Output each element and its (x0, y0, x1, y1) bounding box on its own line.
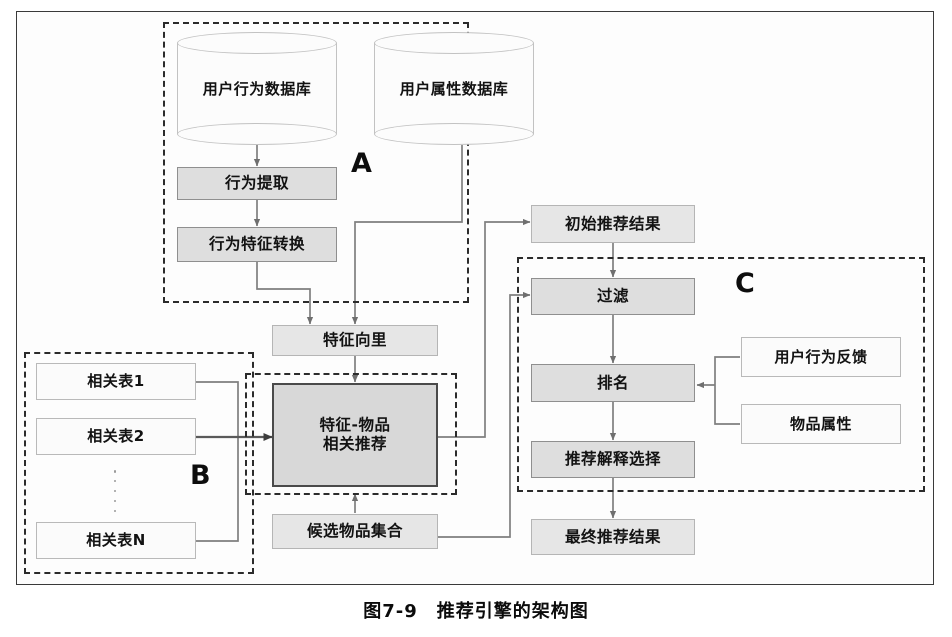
figure-caption: 图7-9 推荐引擎的架构图 (363, 601, 589, 622)
item-attribute-label: 物品属性 (789, 414, 852, 433)
region-a-label: A (351, 148, 372, 179)
item-attribute-box: 物品属性 (741, 404, 901, 444)
relation-table-1-box: 相关表1 (36, 363, 196, 400)
final-result-box: 最终推荐结果 (531, 519, 695, 555)
user-profile-db: 用户属性数据库 (374, 32, 534, 145)
feature-vector-box: 特征向里 (272, 325, 438, 356)
rank-box: 排名 (531, 364, 695, 402)
user-behavior-db: 用户行为数据库 (177, 32, 337, 145)
feature-item-recommend-line1: 特征-物品 (319, 416, 391, 435)
relation-table-2-box: 相关表2 (36, 418, 196, 455)
feature-vector-label: 特征向里 (322, 331, 387, 350)
cylinder-bottom (374, 123, 534, 145)
behavior-feature-transform-label: 行为特征转换 (208, 235, 305, 254)
candidate-item-set-label: 候选物品集合 (306, 522, 403, 541)
relation-table-2-label: 相关表2 (87, 427, 145, 446)
user-behavior-feedback-box: 用户行为反馈 (741, 337, 901, 377)
user-profile-db-label: 用户属性数据库 (399, 80, 509, 98)
feature-item-recommend-box: 特征-物品 相关推荐 (272, 383, 438, 487)
relation-table-n-box: 相关表N (36, 522, 196, 559)
cylinder-body (177, 43, 337, 134)
explain-select-box: 推荐解释选择 (531, 441, 695, 478)
feature-item-recommend-line2: 相关推荐 (322, 435, 387, 453)
behavior-extract-label: 行为提取 (224, 174, 289, 193)
region-c-boundary (517, 257, 925, 492)
final-result-label: 最终推荐结果 (564, 527, 661, 546)
cylinder-top (374, 32, 534, 54)
user-behavior-feedback-label: 用户行为反馈 (774, 347, 868, 366)
user-behavior-db-label: 用户行为数据库 (202, 80, 312, 98)
region-core-boundary (245, 373, 457, 495)
region-c-label: C (735, 268, 755, 299)
initial-result-box: 初始推荐结果 (531, 205, 695, 243)
filter-box: 过滤 (531, 278, 695, 315)
candidate-item-set-box: 候选物品集合 (272, 514, 438, 549)
behavior-extract-box: 行为提取 (177, 167, 337, 200)
cylinder-top (177, 32, 337, 54)
behavior-feature-transform-box: 行为特征转换 (177, 227, 337, 262)
region-a-boundary (163, 22, 469, 303)
initial-result-label: 初始推荐结果 (564, 214, 661, 233)
cylinder-body (374, 43, 534, 134)
filter-label: 过滤 (596, 287, 629, 306)
cylinder-bottom (177, 123, 337, 145)
region-b-boundary (24, 352, 254, 574)
relation-table-n-label: 相关表N (86, 531, 146, 550)
rank-label: 排名 (596, 373, 629, 392)
region-b-label: B (190, 460, 211, 491)
relation-table-1-label: 相关表1 (87, 372, 145, 391)
relation-tables-ellipsis-icon (113, 470, 117, 512)
explain-select-label: 推荐解释选择 (564, 450, 661, 469)
